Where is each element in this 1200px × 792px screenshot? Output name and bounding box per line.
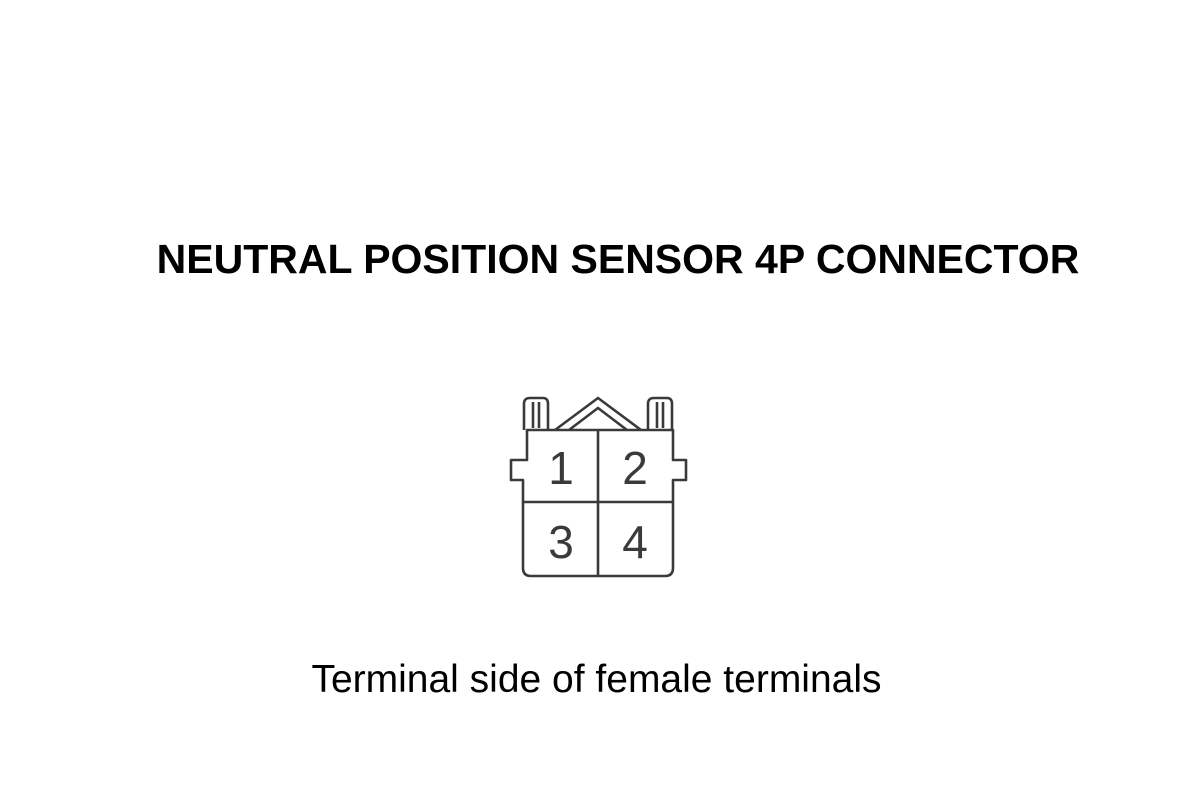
connector-caption: Terminal side of female terminals	[311, 658, 882, 701]
left-lock-post	[522, 396, 550, 430]
terminal-4: 4	[622, 516, 648, 568]
key-triangle-icon	[554, 396, 642, 432]
right-lock-post	[646, 396, 674, 430]
connector-title: NEUTRAL POSITION SENSOR 4P CONNECTOR	[156, 236, 1080, 282]
terminal-1: 1	[548, 442, 574, 494]
connector-body-outline	[509, 428, 688, 578]
connector-diagram: 1 2 3 4	[509, 396, 688, 578]
terminal-2: 2	[622, 442, 648, 494]
terminal-3: 3	[548, 516, 574, 568]
